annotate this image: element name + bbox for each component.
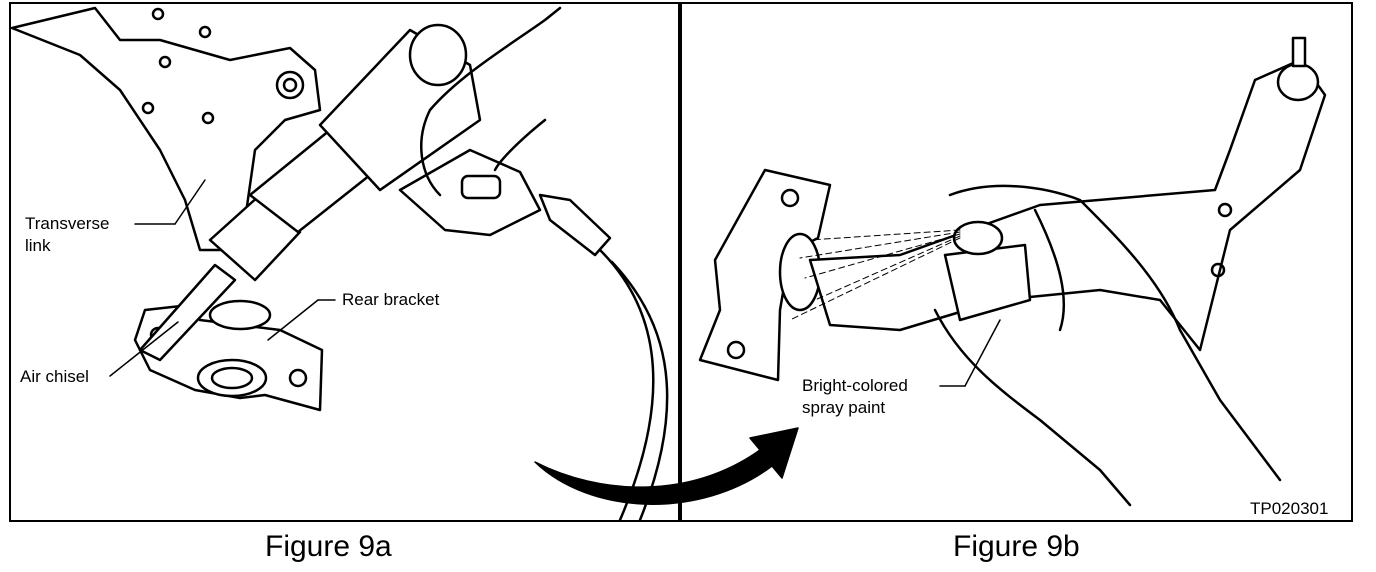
caption-figure-9b: Figure 9b <box>953 530 1080 563</box>
air-chisel-shape <box>138 6 669 522</box>
label-transverse-link-line1: Transverse <box>25 214 110 233</box>
transverse-link-shape <box>10 6 322 252</box>
label-air-chisel: Air chisel <box>20 367 89 386</box>
label-transverse-link-line2: link <box>25 236 51 255</box>
reference-code: TP020301 <box>1250 499 1329 518</box>
bracket-shape-9b <box>698 168 832 382</box>
spray-mist <box>789 229 961 321</box>
caption-figure-9a: Figure 9a <box>265 530 392 563</box>
label-rear-bracket: Rear bracket <box>342 290 440 309</box>
transverse-link-shape-9b <box>808 58 1327 352</box>
transition-arrow <box>534 427 799 505</box>
label-spray-paint-line1: Bright-colored <box>802 376 908 395</box>
panel-divider <box>678 2 682 522</box>
label-spray-paint-line2: spray paint <box>802 398 886 417</box>
spray-can-shape <box>933 184 1282 507</box>
